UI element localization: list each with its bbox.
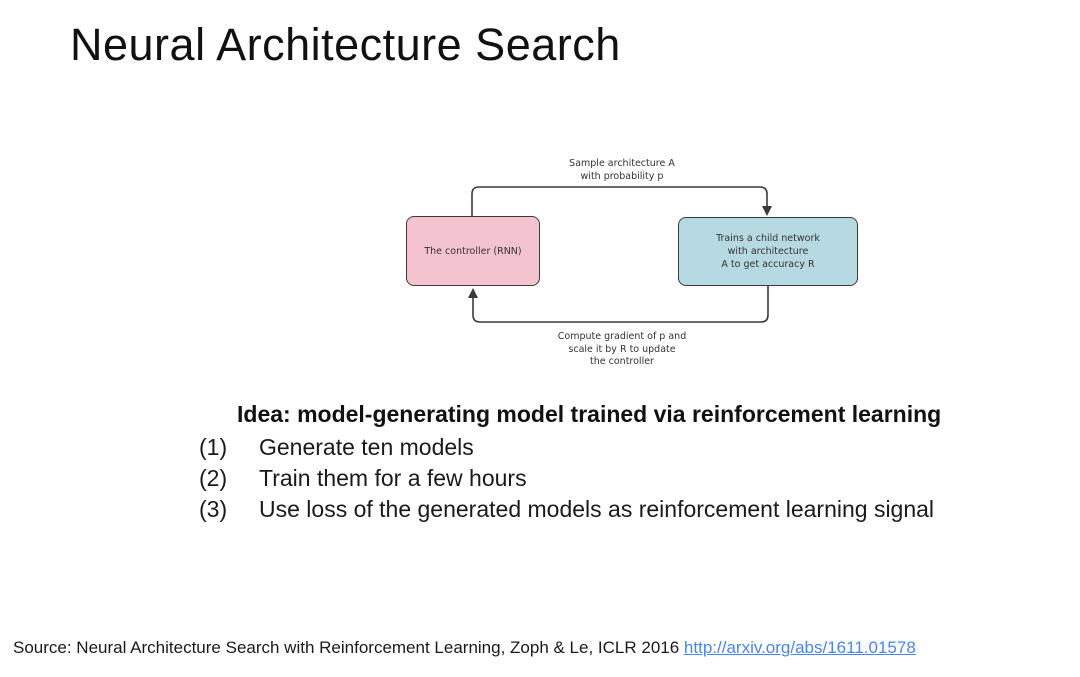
controller-box-label: The controller (RNN) (424, 245, 522, 257)
list-item-text: Generate ten models (259, 434, 474, 460)
list-item-text: Use loss of the generated models as rein… (259, 496, 935, 522)
list-item-number: (1) (199, 434, 228, 460)
list-item-number: (3) (199, 496, 228, 522)
gradient-arrow-line (472, 286, 769, 323)
idea-list: (1) Generate ten models (2) Train them f… (199, 432, 934, 525)
page-title: Neural Architecture Search (70, 19, 621, 70)
list-item: (2) Train them for a few hours (199, 463, 934, 494)
arxiv-link[interactable]: http://arxiv.org/abs/1611.01578 (683, 638, 916, 657)
source-citation: Source: Neural Architecture Search with … (13, 637, 916, 659)
sample-arrowhead-icon (762, 206, 772, 216)
compute-gradient-label: Compute gradient of p and scale it by R … (557, 331, 687, 367)
sample-architecture-label: Sample architecture A with probability p (569, 158, 675, 182)
source-text: Source: Neural Architecture Search with … (13, 638, 684, 657)
list-item: (3) Use loss of the generated models as … (199, 494, 934, 525)
sample-arrow-line (471, 186, 768, 216)
child-network-box: Trains a child network with architecture… (678, 217, 858, 286)
controller-box: The controller (RNN) (406, 216, 540, 286)
list-item: (1) Generate ten models (199, 432, 934, 463)
list-item-text: Train them for a few hours (259, 465, 527, 491)
gradient-arrowhead-icon (468, 288, 478, 298)
list-item-number: (2) (199, 465, 228, 491)
idea-heading: Idea: model-generating model trained via… (237, 401, 942, 427)
